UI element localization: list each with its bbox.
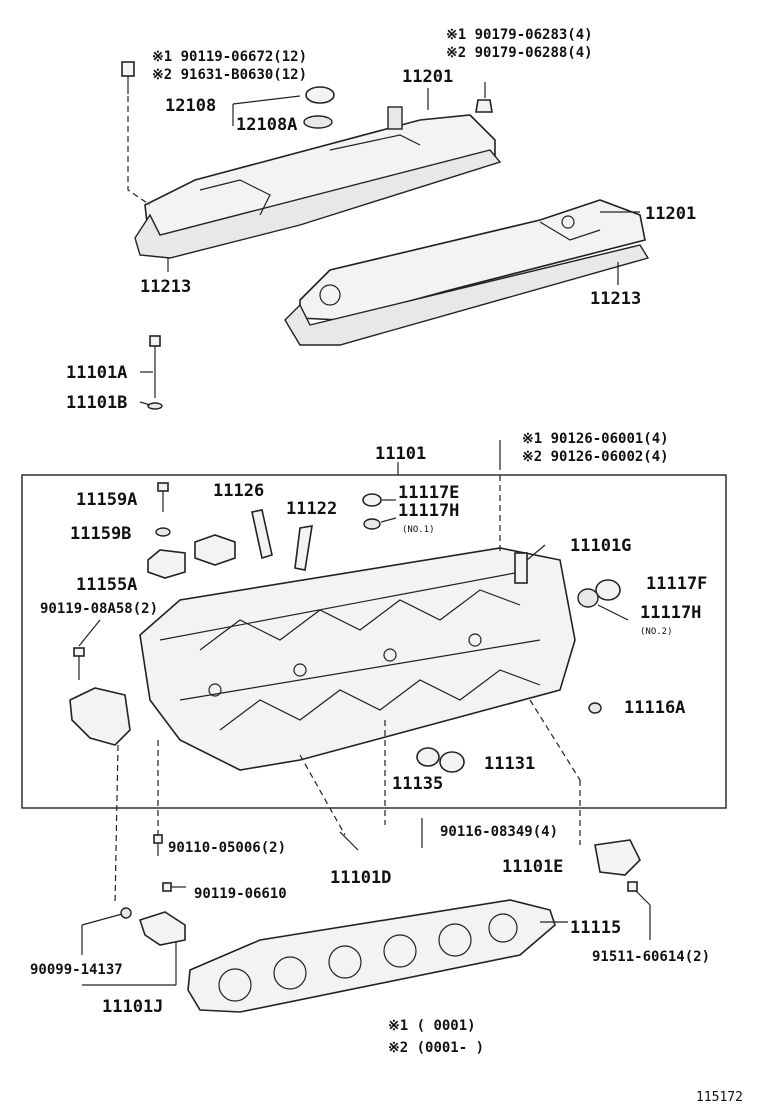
grommet-icon xyxy=(475,99,493,113)
bolt-stud-icon xyxy=(157,482,169,512)
cylinder-head-gasket xyxy=(187,899,556,1013)
label-11213-b: 11213 xyxy=(590,289,641,309)
figure-number: 115172 xyxy=(696,1090,743,1105)
label-11101E: 11101E xyxy=(502,857,563,877)
label-11115: 11115 xyxy=(570,918,621,938)
label-11117E: 11117E xyxy=(398,483,459,503)
plug-icon xyxy=(362,493,382,530)
label-90119-08A58: 90119-08A58(2) xyxy=(40,601,158,617)
cylinder-head-cover-left xyxy=(134,106,502,259)
label-11117H-b: 11117H xyxy=(640,603,701,623)
label-11126: 11126 xyxy=(213,481,264,501)
label-90110: 90110-05006(2) xyxy=(168,840,286,856)
label-stud-1: ※1 90126-06001(4) xyxy=(522,431,669,447)
head-bolt xyxy=(147,335,163,410)
sensor-icon xyxy=(69,687,131,746)
label-11201-a: 11201 xyxy=(402,67,453,87)
cylinder-head xyxy=(139,547,576,771)
breather-pipe xyxy=(514,552,528,584)
label-11135: 11135 xyxy=(392,774,443,794)
label-11101: 11101 xyxy=(375,444,426,464)
valve-guide xyxy=(251,509,313,571)
label-11159A: 11159A xyxy=(76,490,137,510)
label-11201-b: 11201 xyxy=(645,204,696,224)
label-grommet-1: ※1 90179-06283(4) xyxy=(446,27,593,43)
label-11116A: 11116A xyxy=(624,698,685,718)
plug-small-icon xyxy=(588,702,602,714)
label-11101G: 11101G xyxy=(570,536,631,556)
label-11159B: 11159B xyxy=(70,524,131,544)
oil-seal xyxy=(416,747,465,773)
label-12108A: 12108A xyxy=(236,115,297,135)
label-90119-06610: 90119-06610 xyxy=(194,886,287,902)
label-11101B: 11101B xyxy=(66,393,127,413)
label-11213-a: 11213 xyxy=(140,277,191,297)
cylinder-head-cover-right xyxy=(284,199,650,346)
bolt-icon-left xyxy=(73,647,85,680)
label-no1: (NO.1) xyxy=(402,525,435,535)
label-11155A: 11155A xyxy=(76,575,137,595)
label-90116: 90116-08349(4) xyxy=(440,824,558,840)
cylinder-head-assy-frame xyxy=(21,474,727,809)
label-11122: 11122 xyxy=(286,499,337,519)
crank-sensor xyxy=(120,907,186,946)
label-stud-2: ※2 90126-06002(4) xyxy=(522,449,669,465)
label-hood-bolt-1: ※1 90119-06672(12) xyxy=(152,49,307,65)
label-grommet-2: ※2 90179-06288(4) xyxy=(446,45,593,61)
bolt-small-icon xyxy=(153,834,186,892)
camshaft-bearing-cap xyxy=(147,534,236,579)
label-11101A: 11101A xyxy=(66,363,127,383)
label-91511: 91511-60614(2) xyxy=(592,949,710,965)
hex-bolt-icon xyxy=(121,61,135,94)
note-2: ※2 (0001- ) xyxy=(388,1040,484,1056)
seal-ring xyxy=(577,579,621,608)
gasket-ring-icon xyxy=(155,527,171,537)
label-11101D: 11101D xyxy=(330,868,391,888)
label-hood-bolt-2: ※2 91631-B0630(12) xyxy=(152,67,307,83)
note-1: ※1 ( 0001) xyxy=(388,1018,476,1034)
oil-filler-cap xyxy=(303,86,335,129)
label-11117F: 11117F xyxy=(646,574,707,594)
label-11131: 11131 xyxy=(484,754,535,774)
label-90099: 90099-14137 xyxy=(30,962,123,978)
label-no2: (NO.2) xyxy=(640,627,673,637)
label-11101J: 11101J xyxy=(102,997,163,1017)
bolt-right-icon xyxy=(627,881,651,906)
label-12108: 12108 xyxy=(165,96,216,116)
cam-position-sensor xyxy=(594,839,641,876)
label-11117H-a: 11117H xyxy=(398,501,459,521)
